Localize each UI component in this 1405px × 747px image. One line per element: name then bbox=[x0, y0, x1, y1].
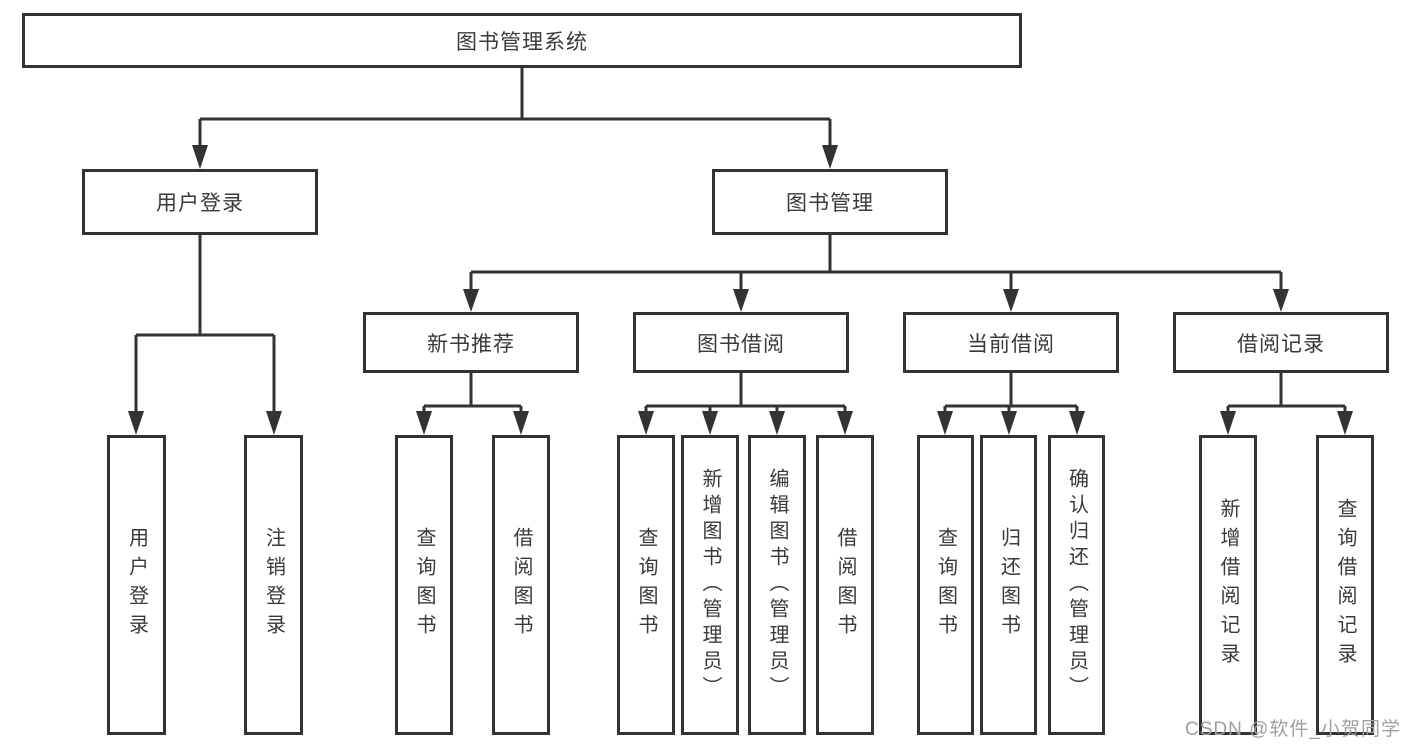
node-user-login: 用户登录 bbox=[82, 169, 318, 235]
connector-book-management-children bbox=[469, 235, 1283, 294]
leaf-add-book-admin-label: 新增图书（管理员） bbox=[699, 468, 721, 702]
node-library-management-system-label: 图书管理系统 bbox=[456, 30, 588, 54]
node-library-management-system: 图书管理系统 bbox=[22, 13, 1022, 68]
node-user-login-label: 用户登录 bbox=[156, 192, 244, 215]
connector-borrowing-records-children bbox=[1226, 373, 1347, 418]
csdn-watermark: CSDN @软件_小贺同学 bbox=[1185, 719, 1401, 740]
leaf-borrow-books-recommend: 借阅图书 bbox=[492, 435, 550, 735]
leaf-logout-label: 注销登录 bbox=[262, 527, 285, 643]
leaf-confirm-return-admin: 确认归还（管理员） bbox=[1048, 435, 1105, 735]
node-book-borrowing-label: 图书借阅 bbox=[697, 332, 785, 356]
leaf-query-books-borrowing: 查询图书 bbox=[617, 435, 675, 735]
leaf-return-books-label: 归还图书 bbox=[997, 527, 1020, 643]
leaf-query-books-borrowing-label: 查询图书 bbox=[635, 527, 657, 643]
leaf-borrow-books-borrowing-label: 借阅图书 bbox=[834, 527, 856, 643]
leaf-return-books: 归还图书 bbox=[980, 435, 1037, 735]
node-book-borrowing: 图书借阅 bbox=[633, 312, 849, 373]
connector-root-to-level2 bbox=[198, 68, 832, 150]
leaf-query-books-recommend: 查询图书 bbox=[395, 435, 453, 735]
leaf-edit-book-admin: 编辑图书（管理员） bbox=[748, 435, 806, 735]
node-book-management: 图书管理 bbox=[712, 169, 948, 235]
connector-book-borrowing-children bbox=[644, 373, 847, 418]
leaf-query-books-recommend-label: 查询图书 bbox=[413, 527, 435, 643]
leaf-user-login-label: 用户登录 bbox=[125, 527, 148, 643]
node-borrowing-records: 借阅记录 bbox=[1173, 312, 1389, 373]
leaf-add-borrow-record-label: 新增借阅记录 bbox=[1217, 498, 1239, 672]
node-current-borrowing: 当前借阅 bbox=[903, 312, 1119, 373]
node-book-management-label: 图书管理 bbox=[786, 192, 874, 215]
node-borrowing-records-label: 借阅记录 bbox=[1237, 332, 1325, 356]
leaf-query-books-current: 查询图书 bbox=[917, 435, 974, 735]
leaf-confirm-return-admin-label: 确认归还（管理员） bbox=[1065, 468, 1088, 702]
node-new-book-recommend: 新书推荐 bbox=[363, 312, 579, 373]
connector-user-login-children bbox=[134, 235, 276, 416]
node-current-borrowing-label: 当前借阅 bbox=[967, 332, 1055, 356]
leaf-add-borrow-record: 新增借阅记录 bbox=[1199, 435, 1257, 735]
node-new-book-recommend-label: 新书推荐 bbox=[427, 332, 515, 356]
leaf-add-book-admin: 新增图书（管理员） bbox=[681, 435, 739, 735]
arrowheads bbox=[128, 145, 1353, 435]
leaf-query-books-current-label: 查询图书 bbox=[934, 527, 957, 643]
leaf-edit-book-admin-label: 编辑图书（管理员） bbox=[766, 468, 788, 702]
connector-new-book-recommend-children bbox=[422, 373, 523, 418]
leaf-query-borrow-record: 查询借阅记录 bbox=[1316, 435, 1374, 735]
leaf-logout: 注销登录 bbox=[244, 435, 303, 735]
leaf-borrow-books-borrowing: 借阅图书 bbox=[816, 435, 874, 735]
leaf-borrow-books-recommend-label: 借阅图书 bbox=[510, 527, 532, 643]
leaf-query-borrow-record-label: 查询借阅记录 bbox=[1334, 498, 1356, 672]
leaf-user-login: 用户登录 bbox=[107, 435, 166, 735]
